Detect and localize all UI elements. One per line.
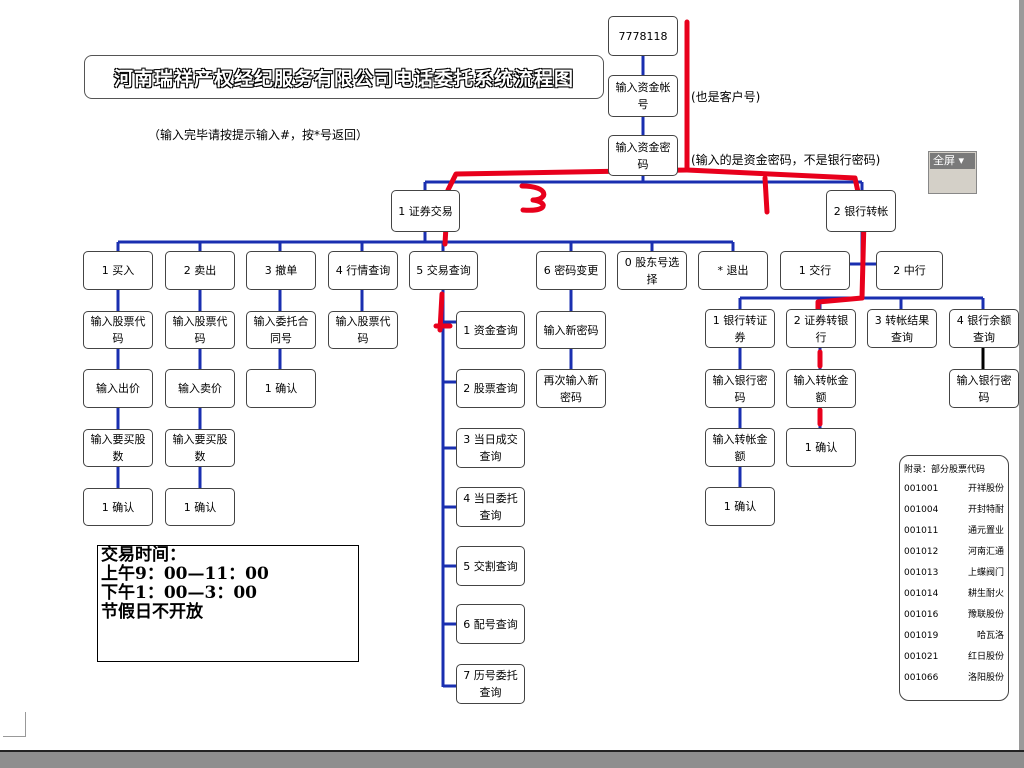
stock-code: 001066 [904, 673, 939, 683]
stock-code: 001014 [904, 589, 939, 599]
stock-name: 开封特耐 [967, 505, 1004, 515]
node-change-password[interactable]: 6 密码变更 [536, 251, 606, 290]
stock-code-list: 001001 开祥股份 001004 开封特耐 001011 通元置业 001012 河… [904, 483, 1004, 693]
fullscreen-widget: 全屏 ▾ [928, 151, 977, 194]
window-right-edge [1019, 0, 1024, 750]
trading-hours-morning: 上午9：00—11：00 [101, 564, 269, 584]
node-history-order-query[interactable]: 7 历号委托查询 [456, 664, 525, 704]
node-sell[interactable]: 2 卖出 [165, 251, 235, 290]
node-phone-number[interactable]: 7778118 [608, 16, 678, 56]
stock-name: 开祥股份 [967, 484, 1004, 494]
node-buy[interactable]: 1 买入 [83, 251, 153, 290]
list-item: 001001 开祥股份 [904, 483, 1004, 504]
node-today-deal-query[interactable]: 3 当日成交查询 [456, 428, 525, 468]
node-sell-stock-code[interactable]: 输入股票代码 [165, 311, 235, 349]
node-balance-bank-password[interactable]: 输入银行密码 [949, 369, 1019, 408]
stock-name: 哈瓦洛 [976, 631, 1004, 641]
stock-code: 001021 [904, 652, 939, 662]
list-item: 001019 哈瓦洛 [904, 630, 1004, 651]
stock-code: 001019 [904, 631, 939, 641]
list-item: 001021 红日股份 [904, 651, 1004, 672]
node-securities-trading[interactable]: 1 证券交易 [391, 190, 460, 232]
node-boc[interactable]: 2 中行 [876, 251, 943, 290]
fullscreen-button[interactable]: 全屏 ▾ [930, 153, 975, 169]
node-transfer-result-query[interactable]: 3 转帐结果查询 [867, 309, 937, 348]
node-enter-fund-password[interactable]: 输入资金密码 [608, 135, 678, 176]
trading-hours-heading: 交易时间： [101, 545, 186, 565]
node-b2s-bank-password[interactable]: 输入银行密码 [705, 369, 775, 408]
list-item: 001066 洛阳股份 [904, 672, 1004, 693]
input-hint: （输入完毕请按提示输入#，按*号返回） [148, 128, 369, 142]
list-item: 001014 耕生耐火 [904, 588, 1004, 609]
node-bank-to-securities[interactable]: 1 银行转证券 [705, 309, 775, 348]
node-trade-query[interactable]: 5 交易查询 [409, 251, 478, 290]
stock-code: 001013 [904, 568, 939, 578]
appendix-title: 附录：部分股票代码 [904, 465, 986, 475]
node-holder-select[interactable]: 0 股东号选择 [617, 251, 687, 290]
node-fund-query[interactable]: 1 资金查询 [456, 311, 525, 349]
stock-code: 001016 [904, 610, 939, 620]
node-new-password[interactable]: 输入新密码 [536, 311, 606, 349]
list-item: 001016 豫联股份 [904, 609, 1004, 630]
node-allotment-query[interactable]: 6 配号查询 [456, 604, 525, 644]
node-buy-price[interactable]: 输入出价 [83, 369, 153, 408]
node-sell-price[interactable]: 输入卖价 [165, 369, 235, 408]
stock-code: 001004 [904, 505, 939, 515]
node-quote-stock-code[interactable]: 输入股票代码 [328, 311, 398, 349]
stock-code: 001012 [904, 547, 939, 557]
node-s2b-confirm[interactable]: 1 确认 [786, 428, 856, 467]
node-b2s-confirm[interactable]: 1 确认 [705, 487, 775, 526]
stock-name: 耕生耐火 [967, 589, 1004, 599]
stock-code: 001001 [904, 484, 939, 494]
page-corner-mark [3, 712, 26, 737]
node-bank-transfer[interactable]: 2 银行转帐 [826, 190, 896, 232]
trading-hours-holiday: 节假日不开放 [101, 602, 203, 622]
node-sell-quantity[interactable]: 输入要买股数 [165, 429, 235, 467]
stock-name: 河南汇通 [967, 547, 1004, 557]
node-buy-stock-code[interactable]: 输入股票代码 [83, 311, 153, 349]
trading-hours-afternoon: 下午1：00—3：00 [101, 583, 257, 603]
stock-name: 上蝶阀门 [967, 568, 1004, 578]
node-s2b-amount[interactable]: 输入转帐金额 [786, 369, 856, 408]
password-note: (输入的是资金密码，不是银行密码) [691, 153, 881, 167]
trading-hours-box: 交易时间： 上午9：00—11：00 下午1：00—3：00 节假日不开放 [97, 545, 359, 662]
window-bottom-bar [0, 750, 1024, 768]
node-bank-balance-query[interactable]: 4 银行余额查询 [949, 309, 1019, 348]
node-exit[interactable]: * 退出 [698, 251, 768, 290]
stock-name: 洛阳股份 [967, 673, 1004, 683]
node-delivery-query[interactable]: 5 交割查询 [456, 546, 525, 586]
stock-code-appendix: 附录：部分股票代码 001001 开祥股份 001004 开封特耐 001011 通元… [899, 455, 1009, 701]
stock-name: 红日股份 [967, 652, 1004, 662]
node-b2s-amount[interactable]: 输入转帐金额 [705, 428, 775, 467]
node-new-password-again[interactable]: 再次输入新密码 [536, 369, 606, 408]
page-title: 河南瑞祥产权经纪服务有限公司电话委托系统流程图 [84, 55, 604, 99]
node-cancel-order[interactable]: 3 撤单 [246, 251, 316, 290]
node-cancel-confirm[interactable]: 1 确认 [246, 369, 316, 408]
stock-name: 豫联股份 [967, 610, 1004, 620]
node-quote-query[interactable]: 4 行情查询 [328, 251, 398, 290]
account-note: (也是客户号) [691, 90, 761, 104]
node-bocom[interactable]: 1 交行 [780, 251, 850, 290]
node-sell-confirm[interactable]: 1 确认 [165, 488, 235, 526]
node-enter-contract-number[interactable]: 输入委托合同号 [246, 311, 316, 349]
node-buy-confirm[interactable]: 1 确认 [83, 488, 153, 526]
list-item: 001011 通元置业 [904, 525, 1004, 546]
node-today-order-query[interactable]: 4 当日委托查询 [456, 487, 525, 527]
stock-name: 通元置业 [967, 526, 1004, 536]
list-item: 001012 河南汇通 [904, 546, 1004, 567]
stock-code: 001011 [904, 526, 939, 536]
node-enter-account[interactable]: 输入资金帐号 [608, 75, 678, 117]
node-stock-query[interactable]: 2 股票查询 [456, 369, 525, 408]
list-item: 001013 上蝶阀门 [904, 567, 1004, 588]
list-item: 001004 开封特耐 [904, 504, 1004, 525]
node-securities-to-bank[interactable]: 2 证券转银行 [786, 309, 856, 348]
node-buy-quantity[interactable]: 输入要买股数 [83, 429, 153, 467]
